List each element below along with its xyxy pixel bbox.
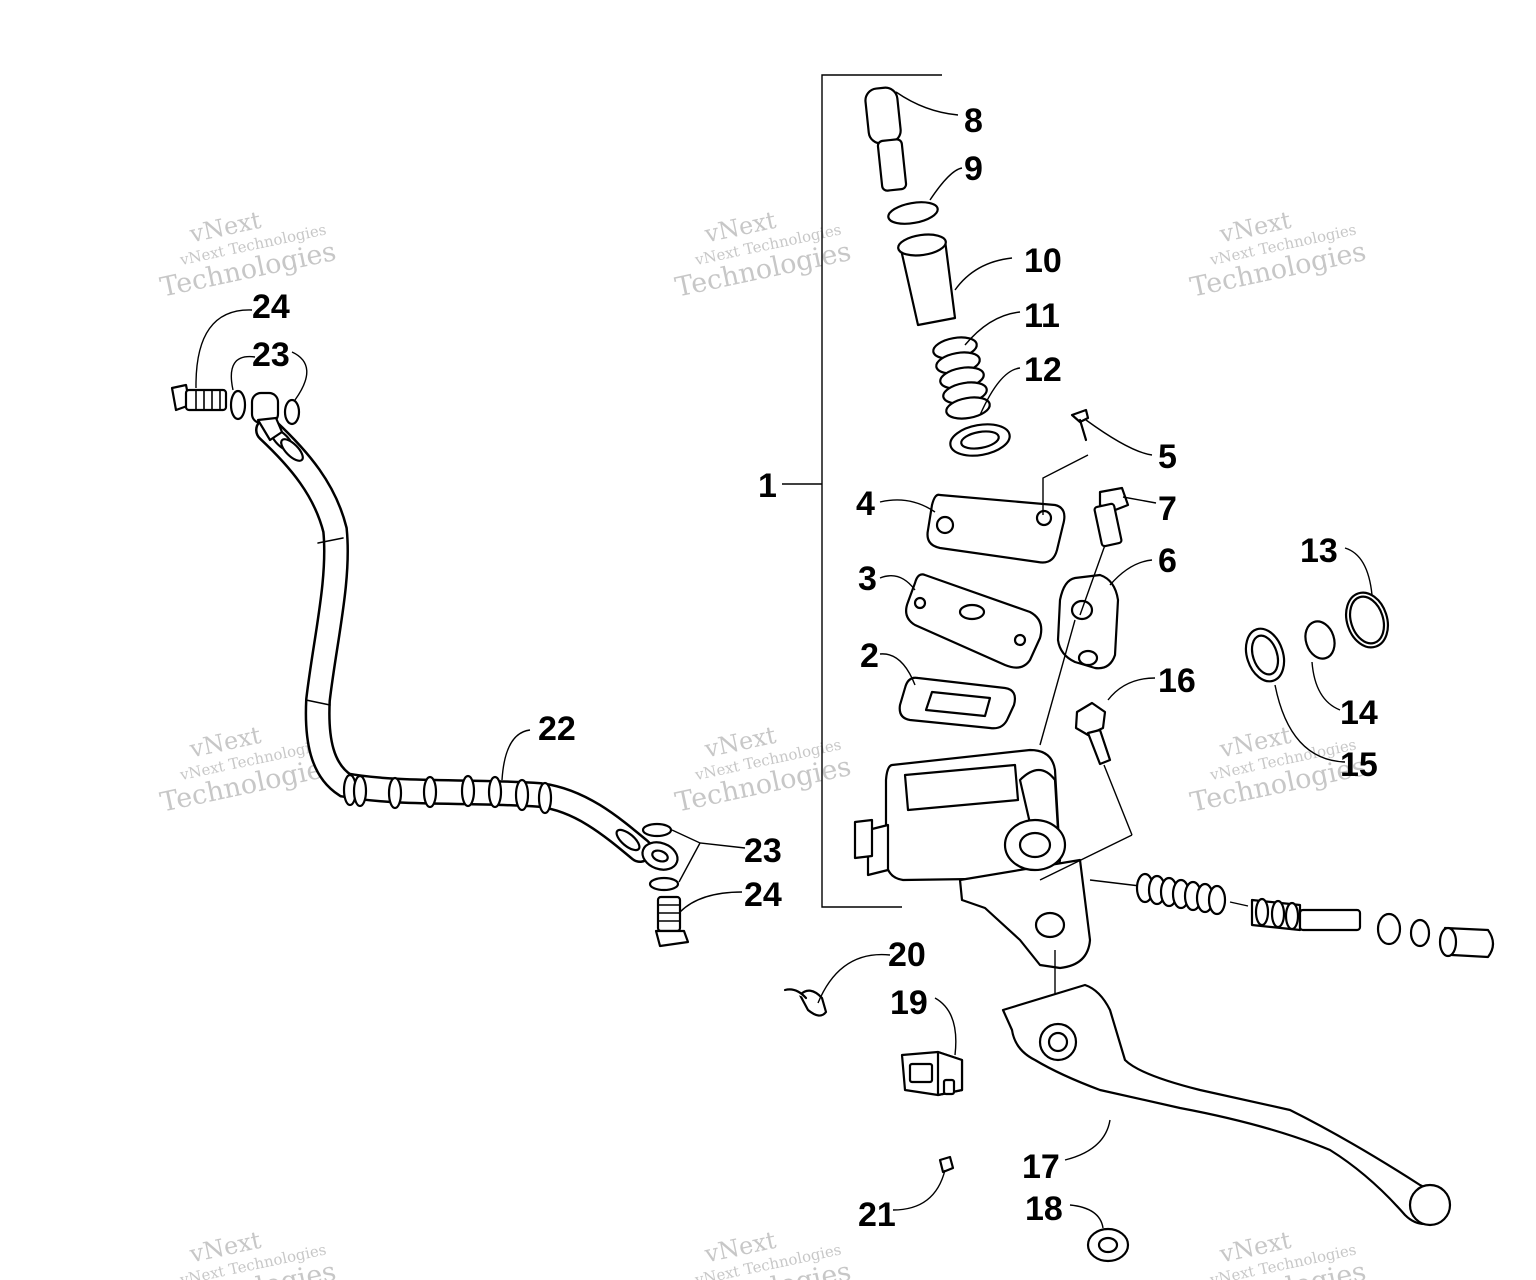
callout-24-top: 24: [252, 288, 290, 326]
pivot-hole: [1034, 911, 1066, 939]
bleeder-16-head: [1074, 701, 1107, 737]
brake-hose-assembly: [170, 383, 690, 948]
callout-24-bottom: 24: [744, 876, 782, 914]
cap-8: [864, 86, 902, 145]
right-seals: [1244, 591, 1389, 683]
bolt-24-bottom-shank: [656, 895, 682, 933]
callout-18: 18: [1025, 1190, 1063, 1228]
watermark: vNext vNext Technologies Technologies: [1188, 1226, 1369, 1280]
callout-9: 9: [964, 150, 983, 188]
outlet-cap: [853, 818, 874, 860]
clamp-6: [1056, 573, 1120, 670]
hose-break: [305, 699, 331, 706]
callout-17: 17: [1022, 1148, 1060, 1186]
washer-23-bottom-lower: [648, 876, 680, 892]
watermark: vNext vNext Technologies Technologies: [158, 1226, 339, 1280]
lever-17-tip: [1408, 1183, 1452, 1227]
callout-11: 11: [1024, 297, 1060, 335]
callout-16: 16: [1158, 662, 1196, 700]
lever-17: [1001, 950, 1452, 1263]
leader-lines: [195, 91, 1373, 1229]
callout-12: 12: [1024, 351, 1062, 389]
diaphragm-plate-3: [905, 573, 1043, 669]
callout-8: 8: [964, 102, 983, 140]
pivot-housing: [958, 858, 1092, 970]
callouts: 1 2 3 4 5 6 7 8 9 10 11 12 13 14 15 16 1…: [252, 102, 1378, 1234]
callout-23-bottom: 23: [744, 832, 782, 870]
callout-1: 1: [758, 467, 777, 505]
clip-14: [1304, 620, 1336, 660]
callout-6: 6: [1158, 542, 1177, 580]
callout-13: 13: [1300, 532, 1338, 570]
assembly-bracket: [821, 74, 942, 908]
callout-15: 15: [1340, 746, 1378, 784]
callout-21: 21: [858, 1196, 896, 1234]
callout-14: 14: [1340, 694, 1378, 732]
watermark: vNext vNext Technologies Technologies: [1188, 206, 1369, 304]
spring-11: [932, 336, 991, 420]
reservoir-parts: [898, 408, 1090, 730]
watermark: vNext vNext Technologies Technologies: [158, 206, 339, 304]
piston-assembly: [1089, 872, 1495, 959]
watermark: vNext vNext Technologies Technologies: [673, 721, 854, 819]
callout-2: 2: [860, 637, 879, 675]
master-cylinder-body: [853, 748, 1092, 970]
washer-23-top-left: [229, 389, 247, 421]
reservoir-opening: [903, 763, 1020, 812]
callout-22: 22: [538, 710, 576, 748]
screw-21: [938, 1155, 955, 1174]
bleeder-16-shank: [1086, 728, 1112, 766]
diaphragm-2-inner: [924, 690, 992, 718]
piston-spring: [1135, 872, 1227, 916]
top-banjo-neck: [256, 416, 284, 442]
piston-circlip: [1409, 918, 1431, 948]
callout-10: 10: [1024, 242, 1062, 280]
callout-4: 4: [856, 485, 875, 523]
piston-washer: [1376, 912, 1402, 946]
callout-19: 19: [890, 984, 928, 1022]
watermark: vNext vNext Technologies Technologies: [673, 206, 854, 304]
cover-4: [926, 493, 1066, 564]
screw-5-head: [1070, 408, 1090, 424]
clamp-and-bolt: [1039, 486, 1130, 746]
washer-23-top-right: [283, 398, 301, 426]
hose-ribs: [270, 428, 641, 852]
piston-stack: [864, 86, 1011, 457]
lever-17-body: [1001, 983, 1445, 1226]
callout-7: 7: [1158, 490, 1177, 528]
bolt-24-bottom-head: [654, 929, 690, 948]
callout-3: 3: [858, 560, 877, 598]
small-parts: [783, 988, 964, 1174]
piston-rod: [1298, 908, 1362, 932]
circlip-9: [887, 201, 939, 225]
watermark: vNext vNext Technologies Technologies: [673, 1226, 854, 1280]
washer-23-bottom-top: [641, 822, 673, 838]
hose-body: [257, 419, 651, 861]
bolt-7-shank: [1093, 502, 1123, 548]
screw-5-shank: [1078, 418, 1088, 442]
callout-20: 20: [888, 936, 926, 974]
hose-break: [317, 537, 344, 544]
rod-8: [876, 138, 908, 192]
callout-23-top: 23: [252, 336, 290, 374]
callout-5: 5: [1158, 438, 1177, 476]
bleeder-16: [1039, 701, 1133, 881]
